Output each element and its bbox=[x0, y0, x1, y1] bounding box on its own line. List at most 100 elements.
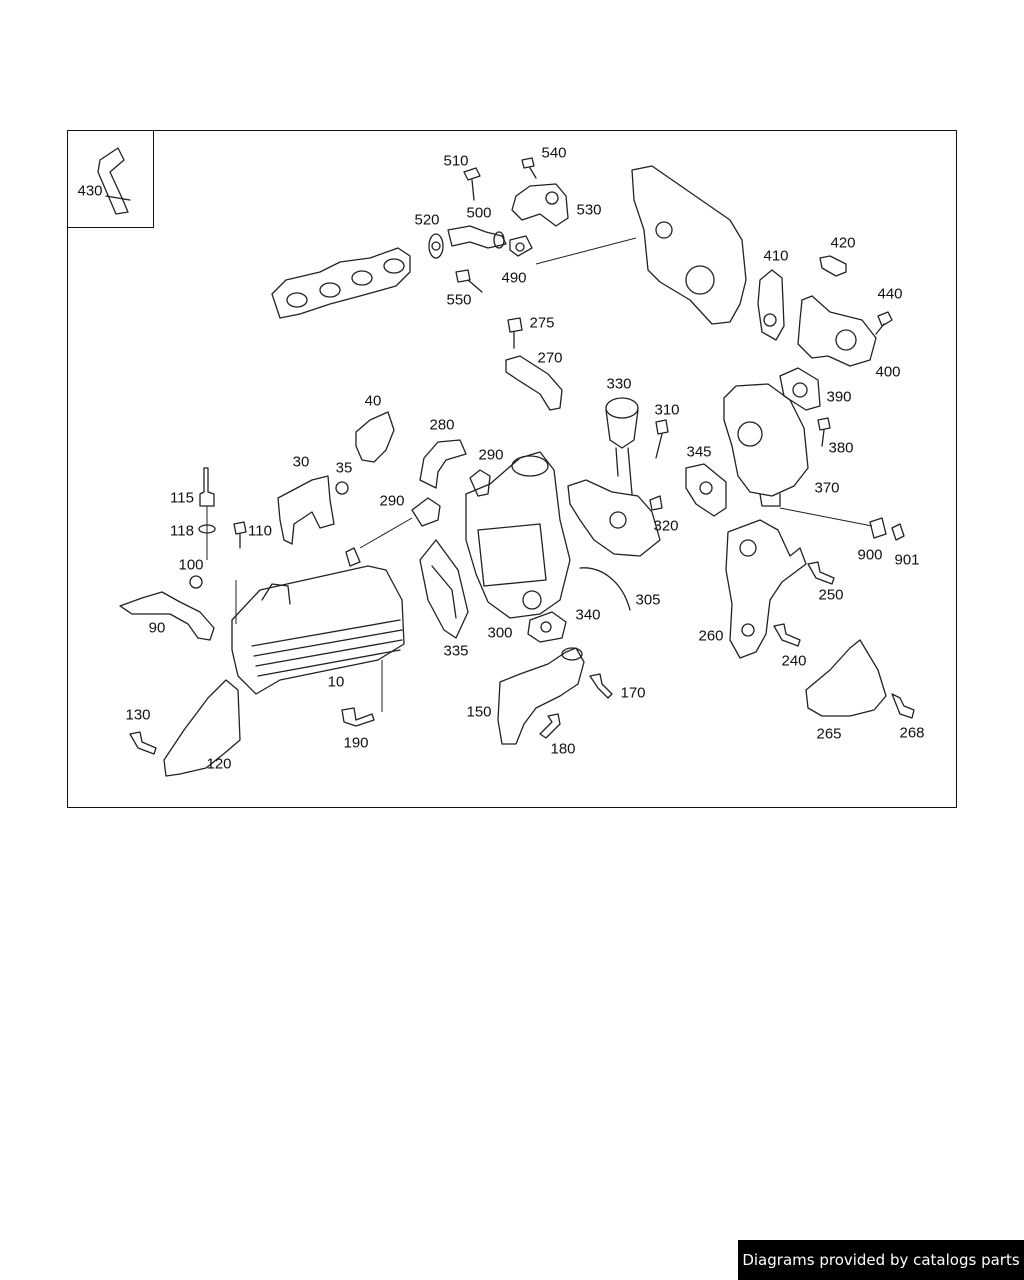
callout-335: 335 bbox=[443, 642, 469, 660]
callout-270: 270 bbox=[537, 349, 563, 367]
callout-430: 430 bbox=[77, 182, 103, 200]
engine-plate-drawing bbox=[631, 165, 747, 325]
exhaust-manifold-drawing bbox=[271, 247, 411, 319]
callout-35: 35 bbox=[335, 459, 353, 477]
part-250-drawing bbox=[807, 561, 835, 585]
callout-240: 240 bbox=[781, 652, 807, 670]
part-290a-drawing bbox=[469, 469, 491, 497]
part-430-drawing bbox=[97, 147, 131, 215]
callout-90: 90 bbox=[148, 619, 166, 637]
part-540-drawing bbox=[521, 157, 537, 179]
part-305-drawing bbox=[579, 567, 631, 611]
part-30-drawing bbox=[277, 475, 335, 545]
part-190-drawing bbox=[341, 707, 375, 727]
callout-410: 410 bbox=[763, 247, 789, 265]
callout-110: 110 bbox=[248, 522, 272, 540]
callout-330: 330 bbox=[606, 375, 632, 393]
part-310-drawing bbox=[655, 419, 669, 459]
part-500-drawing bbox=[447, 225, 507, 249]
part-268-drawing bbox=[891, 693, 915, 719]
part-390-drawing bbox=[779, 367, 821, 411]
callout-40: 40 bbox=[364, 392, 382, 410]
part-110-drawing bbox=[233, 521, 247, 549]
callout-520: 520 bbox=[414, 211, 440, 229]
callout-310: 310 bbox=[654, 401, 680, 419]
footer-credit-text: Diagrams provided by catalogs parts bbox=[742, 1251, 1020, 1269]
callout-250: 250 bbox=[818, 586, 844, 604]
callout-275: 275 bbox=[529, 314, 555, 332]
part-345-drawing bbox=[685, 463, 727, 517]
part-115-drawing bbox=[199, 467, 215, 507]
callout-500: 500 bbox=[466, 204, 492, 222]
callout-305: 305 bbox=[635, 591, 661, 609]
callout-115: 115 bbox=[170, 489, 194, 507]
callout-900: 900 bbox=[857, 546, 883, 564]
part-330-drawing bbox=[605, 397, 639, 495]
callout-180: 180 bbox=[550, 740, 576, 758]
part-550-drawing bbox=[455, 269, 483, 293]
part-400-drawing bbox=[797, 295, 877, 367]
part-10-drawing bbox=[231, 547, 405, 695]
part-130-drawing bbox=[129, 731, 157, 755]
callout-150: 150 bbox=[466, 703, 492, 721]
part-520-drawing bbox=[428, 233, 444, 259]
callout-260: 260 bbox=[698, 627, 724, 645]
part-380-drawing bbox=[817, 417, 831, 447]
callout-118: 118 bbox=[170, 522, 194, 540]
part-120-drawing bbox=[163, 679, 241, 777]
part-410-drawing bbox=[757, 269, 785, 341]
part-335-drawing bbox=[419, 539, 469, 639]
callout-380: 380 bbox=[828, 439, 854, 457]
callout-420: 420 bbox=[830, 234, 856, 252]
footer-credit-badge: Diagrams provided by catalogs parts bbox=[738, 1240, 1024, 1280]
callout-320: 320 bbox=[653, 517, 679, 535]
callout-268: 268 bbox=[899, 724, 925, 742]
part-170-drawing bbox=[589, 673, 613, 699]
part-180-drawing bbox=[539, 713, 561, 739]
part-265-drawing bbox=[805, 639, 887, 717]
callout-901: 901 bbox=[894, 551, 920, 569]
part-440-drawing bbox=[875, 311, 893, 335]
part-420-drawing bbox=[819, 255, 847, 277]
part-240-drawing bbox=[773, 623, 801, 647]
callout-265: 265 bbox=[816, 725, 842, 743]
callout-130: 130 bbox=[125, 706, 151, 724]
part-150-drawing bbox=[497, 647, 585, 745]
callout-345: 345 bbox=[686, 443, 712, 461]
callout-100: 100 bbox=[178, 556, 204, 574]
part-510-drawing bbox=[463, 167, 481, 201]
callout-400: 400 bbox=[875, 363, 901, 381]
part-490-drawing bbox=[509, 235, 533, 257]
callout-440: 440 bbox=[877, 285, 903, 303]
callout-490: 490 bbox=[501, 269, 527, 287]
callout-510: 510 bbox=[443, 152, 469, 170]
inset-box bbox=[67, 130, 154, 228]
diagram-frame bbox=[67, 130, 957, 808]
part-260-drawing bbox=[725, 519, 807, 659]
part-40-drawing bbox=[355, 411, 395, 463]
part-290b-drawing bbox=[411, 497, 441, 527]
callout-290b: 290 bbox=[379, 492, 405, 510]
part-280-drawing bbox=[419, 439, 467, 489]
callout-390: 390 bbox=[826, 388, 852, 406]
callout-370: 370 bbox=[814, 479, 840, 497]
callout-10: 10 bbox=[327, 673, 345, 691]
callout-550: 550 bbox=[446, 291, 472, 309]
part-35-drawing bbox=[335, 481, 349, 495]
callout-170: 170 bbox=[620, 684, 646, 702]
callout-300: 300 bbox=[487, 624, 513, 642]
callout-530: 530 bbox=[576, 201, 602, 219]
part-320-drawing bbox=[567, 479, 663, 557]
part-100-drawing bbox=[189, 575, 203, 589]
part-270-drawing bbox=[505, 355, 563, 411]
callout-30: 30 bbox=[292, 453, 310, 471]
part-300-drawing bbox=[465, 451, 571, 619]
part-900-drawing bbox=[869, 517, 887, 539]
part-530-drawing bbox=[511, 183, 569, 227]
part-340-drawing bbox=[527, 611, 567, 643]
callout-540: 540 bbox=[541, 144, 567, 162]
callout-190: 190 bbox=[343, 734, 369, 752]
part-275-drawing bbox=[507, 317, 523, 349]
part-901-drawing bbox=[891, 523, 905, 541]
